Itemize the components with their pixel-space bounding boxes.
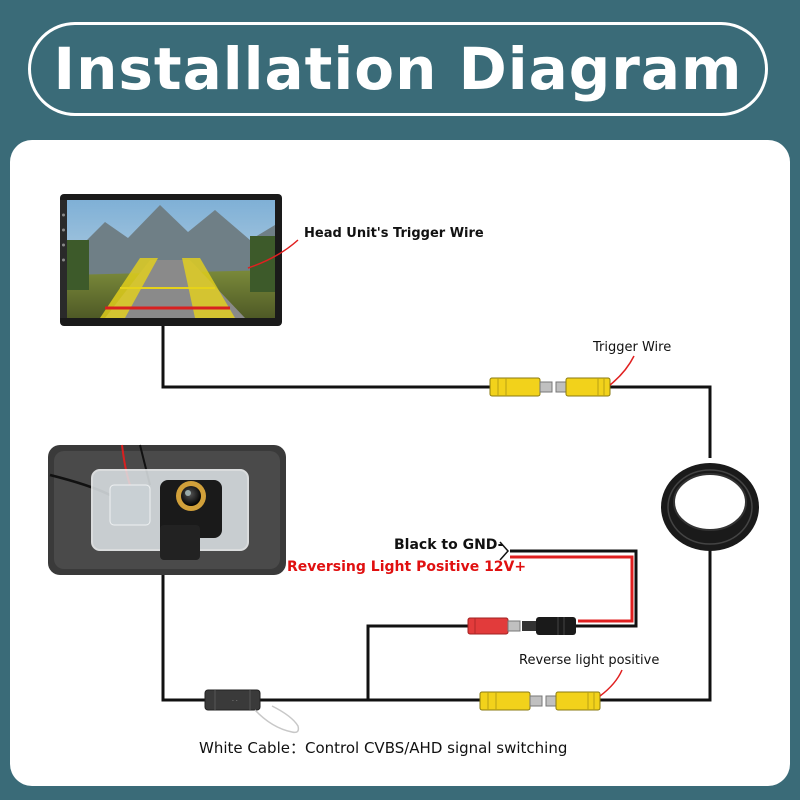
camera-down-wire	[161, 575, 205, 702]
reverse-light-positive-label: Reverse light positive	[519, 653, 659, 668]
white-cable-caption: White Cable：Control CVBS/AHD signal swit…	[199, 739, 567, 757]
svg-text:· ·: · ·	[232, 698, 238, 705]
trigger-wire-label: Trigger Wire	[592, 340, 671, 355]
cable-coil	[661, 463, 759, 551]
head-unit-trigger-label: Head Unit's Trigger Wire	[304, 226, 484, 241]
coil-to-bottom-wire	[580, 545, 712, 702]
head-unit	[60, 194, 282, 326]
power-branch-wire	[366, 624, 468, 700]
rear-camera	[48, 444, 286, 575]
trigger-pointer	[609, 355, 635, 386]
trigger-rca-male	[489, 377, 553, 397]
gnd-wire	[510, 549, 638, 628]
wires	[161, 320, 712, 702]
title-pill: Installation Diagram	[28, 22, 768, 116]
trigger-rca-female	[555, 377, 611, 397]
dc-power-plug	[522, 617, 576, 635]
white-cable-module: · ·	[204, 689, 300, 734]
gnd-split-mark	[499, 541, 510, 561]
black-gnd-label: Black to GND-	[394, 537, 504, 553]
diagram-panel: Head Unit's Trigger Wire Trigger Wire	[10, 140, 790, 786]
trigger-to-coil-wire	[610, 385, 712, 458]
power-rca-red	[467, 617, 521, 635]
reverse-pointer	[599, 669, 623, 697]
head-unit-wire	[161, 320, 490, 389]
positive-red-wire	[510, 555, 634, 623]
reversing-light-positive-label: Reversing Light Positive 12V+	[287, 559, 526, 575]
page-title: Installation Diagram	[53, 35, 743, 103]
reverse-rca-male	[479, 691, 543, 711]
head-unit-pointer	[247, 239, 299, 269]
reverse-rca-female	[545, 691, 601, 711]
installation-diagram: Head Unit's Trigger Wire Trigger Wire	[48, 194, 759, 757]
